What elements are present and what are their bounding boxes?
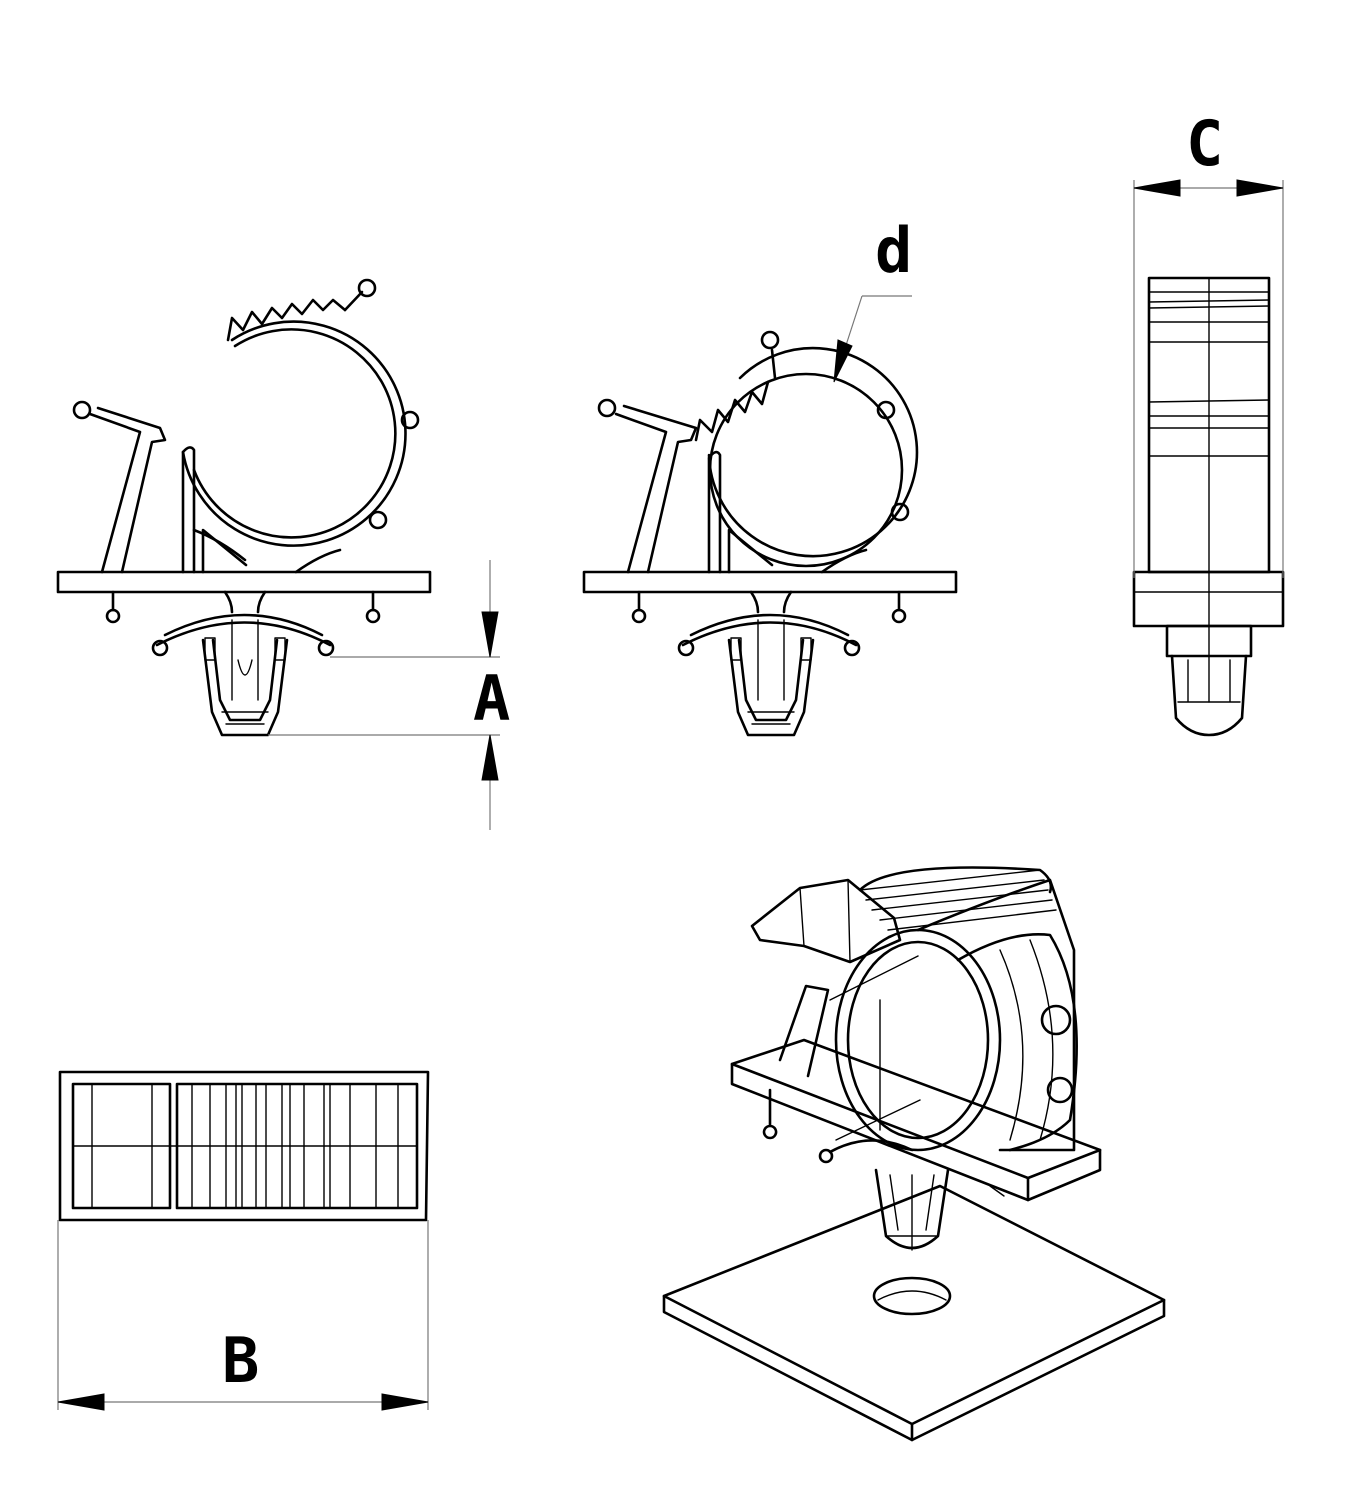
dimension-d: d xyxy=(833,214,912,383)
front-view-closed xyxy=(582,330,958,737)
dimension-c: C xyxy=(1133,107,1284,578)
dimension-b-label: B xyxy=(222,1324,259,1397)
dimension-a-label: A xyxy=(473,662,510,735)
dimension-a: A xyxy=(268,560,510,830)
side-view xyxy=(1132,276,1285,737)
top-view xyxy=(58,1070,430,1222)
dimension-b: B xyxy=(57,1220,429,1411)
dimension-c-label: C xyxy=(1186,107,1223,180)
front-view-open xyxy=(56,278,432,737)
isometric-view xyxy=(662,866,1166,1442)
dimension-d-label: d xyxy=(875,214,912,287)
